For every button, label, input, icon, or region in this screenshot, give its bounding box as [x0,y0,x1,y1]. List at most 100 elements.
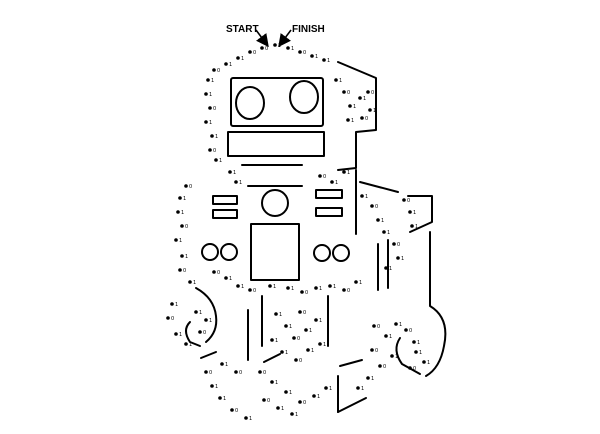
puzzle-dot[interactable] [292,336,296,340]
puzzle-dot[interactable] [166,316,170,320]
puzzle-dot[interactable] [188,280,192,284]
puzzle-dot[interactable] [204,120,208,124]
puzzle-dot[interactable] [228,170,232,174]
puzzle-dot[interactable] [274,312,278,316]
puzzle-dot[interactable] [396,256,400,260]
puzzle-dot[interactable] [360,194,364,198]
puzzle-dot[interactable] [346,118,350,122]
puzzle-dot[interactable] [178,196,182,200]
puzzle-dot[interactable] [276,406,280,410]
puzzle-dot[interactable] [212,270,216,274]
puzzle-dot[interactable] [270,338,274,342]
puzzle-dot[interactable] [176,210,180,214]
puzzle-dot[interactable] [318,342,322,346]
puzzle-dot[interactable] [366,376,370,380]
puzzle-dot[interactable] [384,266,388,270]
puzzle-dot[interactable] [236,284,240,288]
puzzle-dot[interactable] [378,364,382,368]
puzzle-dot[interactable] [208,148,212,152]
puzzle-dot[interactable] [210,384,214,388]
puzzle-dot[interactable] [174,238,178,242]
puzzle-dot[interactable] [404,328,408,332]
puzzle-dot[interactable] [294,358,298,362]
puzzle-dot[interactable] [314,286,318,290]
puzzle-dot[interactable] [180,224,184,228]
puzzle-dot[interactable] [184,184,188,188]
puzzle-dot[interactable] [384,334,388,338]
puzzle-dot[interactable] [354,280,358,284]
puzzle-dot[interactable] [348,104,352,108]
puzzle-dot[interactable] [298,310,302,314]
puzzle-dot[interactable] [314,318,318,322]
puzzle-dot[interactable] [358,96,362,100]
puzzle-dot[interactable] [280,350,284,354]
puzzle-dot[interactable] [408,366,412,370]
puzzle-dot[interactable] [412,340,416,344]
puzzle-dot[interactable] [390,354,394,358]
puzzle-dot[interactable] [330,180,334,184]
puzzle-dot[interactable] [392,242,396,246]
puzzle-dot[interactable] [410,224,414,228]
puzzle-dot[interactable] [174,332,178,336]
puzzle-dot[interactable] [198,330,202,334]
puzzle-dot[interactable] [322,58,326,62]
puzzle-dot[interactable] [262,398,266,402]
puzzle-dot[interactable] [304,328,308,332]
puzzle-dot[interactable] [210,134,214,138]
puzzle-dot[interactable] [178,268,182,272]
puzzle-dot[interactable] [284,324,288,328]
puzzle-dot[interactable] [342,170,346,174]
puzzle-dot[interactable] [360,116,364,120]
puzzle-dot[interactable] [236,56,240,60]
puzzle-dot[interactable] [212,68,216,72]
puzzle-dot[interactable] [300,290,304,294]
puzzle-dot[interactable] [224,62,228,66]
puzzle-dot[interactable] [324,386,328,390]
puzzle-dot[interactable] [218,396,222,400]
puzzle-dot[interactable] [270,380,274,384]
puzzle-dot[interactable] [342,288,346,292]
puzzle-dot[interactable] [382,230,386,234]
puzzle-dot[interactable] [258,370,262,374]
puzzle-dot[interactable] [312,394,316,398]
puzzle-dot[interactable] [368,108,372,112]
puzzle-dot[interactable] [214,158,218,162]
puzzle-dot[interactable] [180,254,184,258]
puzzle-dot[interactable] [204,92,208,96]
puzzle-dot[interactable] [394,322,398,326]
puzzle-dot[interactable] [414,350,418,354]
puzzle-dot[interactable] [260,46,264,50]
puzzle-dot[interactable] [220,362,224,366]
puzzle-dot[interactable] [230,408,234,412]
puzzle-dot[interactable] [248,288,252,292]
puzzle-dot[interactable] [328,284,332,288]
puzzle-dot[interactable] [268,284,272,288]
puzzle-dot[interactable] [290,412,294,416]
puzzle-dot[interactable] [204,370,208,374]
puzzle-dot[interactable] [372,324,376,328]
puzzle-dot[interactable] [370,204,374,208]
puzzle-dot[interactable] [376,218,380,222]
puzzle-dot[interactable] [244,416,248,420]
puzzle-dot[interactable] [298,50,302,54]
puzzle-dot[interactable] [184,342,188,346]
puzzle-dot[interactable] [356,386,360,390]
puzzle-dot[interactable] [306,348,310,352]
puzzle-dot[interactable] [234,180,238,184]
puzzle-dot[interactable] [248,50,252,54]
puzzle-dot[interactable] [334,78,338,82]
puzzle-dot[interactable] [422,360,426,364]
puzzle-dot[interactable] [206,78,210,82]
puzzle-dot[interactable] [310,54,314,58]
puzzle-dot[interactable] [408,210,412,214]
puzzle-dot[interactable] [224,276,228,280]
puzzle-dot[interactable] [194,310,198,314]
puzzle-dot[interactable] [370,348,374,352]
puzzle-dot[interactable] [342,90,346,94]
puzzle-dot[interactable] [170,302,174,306]
puzzle-dot[interactable] [284,390,288,394]
puzzle-dot[interactable] [208,106,212,110]
puzzle-dot[interactable] [204,318,208,322]
puzzle-dot[interactable] [286,286,290,290]
puzzle-dot[interactable] [366,90,370,94]
